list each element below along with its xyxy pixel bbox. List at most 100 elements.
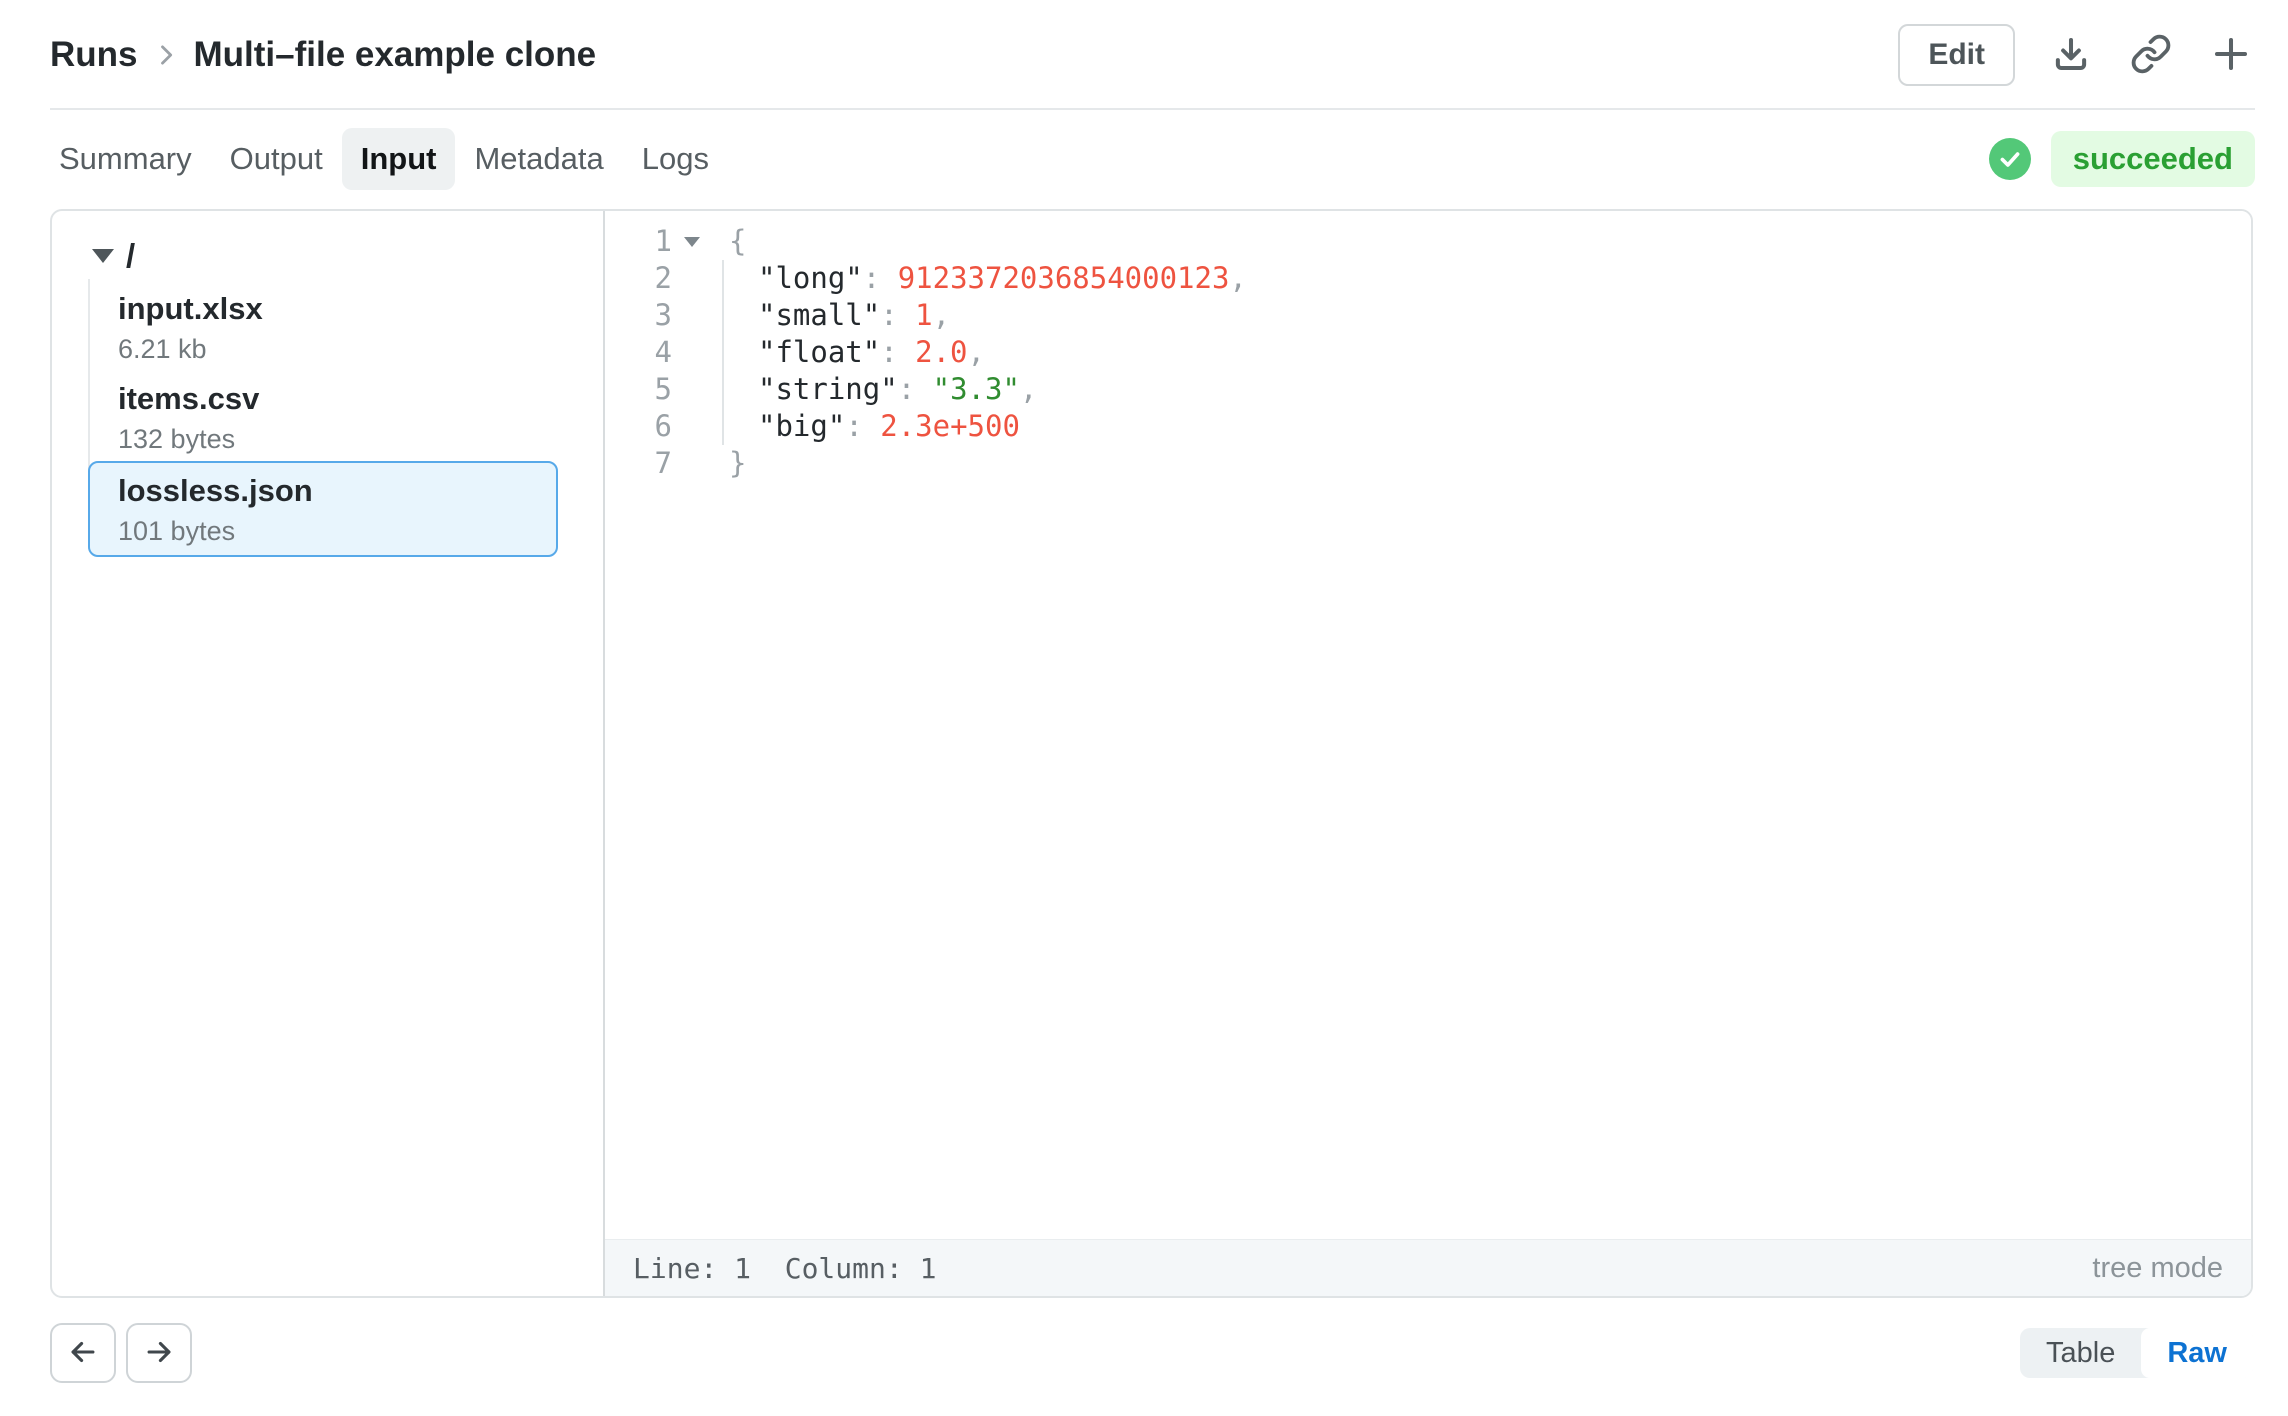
token-number: 1 [915, 298, 933, 332]
header-actions: Edit [1898, 24, 2255, 86]
json-editor[interactable]: 1{2"long": 9123372036854000123,3"small":… [603, 211, 2251, 1296]
code-line: 6 "big": 2.3e+500 [605, 408, 2251, 445]
token-punct: : [862, 261, 898, 295]
file-size: 101 bytes [118, 516, 236, 546]
tab-metadata[interactable]: Metadata [455, 128, 622, 190]
link-icon [2130, 33, 2172, 78]
line-number: 3 [654, 298, 672, 332]
code-line: 1{ [605, 223, 2251, 260]
token-number: 2.0 [915, 335, 968, 369]
tab-summary[interactable]: Summary [40, 128, 211, 190]
add-button[interactable] [2207, 31, 2255, 79]
nav-buttons [50, 1323, 192, 1383]
download-button[interactable] [2047, 31, 2095, 79]
check-circle-icon [1988, 138, 2031, 180]
line-number: 1 [654, 224, 672, 258]
download-icon [2050, 33, 2092, 78]
token-punct: , [932, 298, 951, 332]
token-key: "big" [758, 409, 846, 443]
line-number: 6 [654, 409, 672, 443]
token-punct: , [1229, 261, 1247, 295]
token-key: "string" [758, 372, 898, 406]
edit-button[interactable]: Edit [1898, 24, 2015, 86]
code-line: 7} [605, 445, 2251, 482]
file-item-items.csv[interactable]: items.csv 132 bytes [88, 371, 603, 461]
fold-spacer [672, 371, 712, 408]
token-key: "float" [758, 335, 881, 369]
toggle-table[interactable]: Table [2020, 1328, 2141, 1378]
file-size: 6.21 kb [118, 334, 207, 364]
editor-mode-label: tree mode [2092, 1251, 2223, 1284]
input-files-panel: / input.xlsx 6.21 kb items.csv 132 bytes los… [50, 209, 2253, 1298]
token-string: "3.3" [932, 372, 1020, 406]
file-item-lossless.json[interactable]: lossless.json 101 bytes [88, 461, 558, 557]
token-punct: : [845, 409, 881, 443]
fold-triangle-icon [684, 236, 700, 247]
tab-logs[interactable]: Logs [623, 128, 728, 190]
code-text: "big": 2.3e+500 [729, 408, 1020, 445]
fold-spacer [672, 297, 712, 334]
line-number: 5 [654, 372, 672, 406]
code-text: } [729, 445, 746, 482]
code-text: "string": "3.3", [729, 371, 1037, 408]
cursor-position: Line: 1 Column: 1 [633, 1251, 937, 1285]
file-item-input.xlsx[interactable]: input.xlsx 6.21 kb [88, 281, 603, 371]
token-punct: , [967, 335, 985, 369]
page-title: Multi–file example clone [193, 35, 597, 74]
toggle-raw[interactable]: Raw [2141, 1328, 2253, 1378]
tab-input[interactable]: Input [341, 128, 456, 190]
file-size: 132 bytes [118, 424, 236, 454]
fold-spacer [672, 260, 712, 297]
tree-indent-guide [88, 279, 90, 549]
token-punct: : [880, 335, 916, 369]
editor-statusbar: Line: 1 Column: 1 tree mode [605, 1239, 2251, 1296]
tree-root-row[interactable]: / [92, 237, 603, 275]
run-status: succeeded [1988, 131, 2255, 187]
line-number: 7 [654, 446, 672, 480]
header-divider [50, 108, 2255, 110]
plus-icon [2210, 33, 2252, 78]
code-line: 3 "small": 1, [605, 297, 2251, 334]
code-text: { [729, 223, 746, 260]
file-name: items.csv [118, 381, 260, 416]
header: Runs Multi–file example clone Edit [50, 18, 2255, 92]
tab-output[interactable]: Output [211, 128, 342, 190]
file-list: input.xlsx 6.21 kb items.csv 132 bytes lossl… [88, 279, 603, 557]
token-punct: : [880, 298, 916, 332]
status-badge: succeeded [2050, 131, 2255, 187]
back-button[interactable] [50, 1323, 116, 1383]
chevron-right-icon [152, 41, 180, 69]
code-line: 2 "long": 9123372036854000123, [605, 260, 2251, 297]
breadcrumb: Runs Multi–file example clone [50, 35, 596, 75]
file-tree-pane: / input.xlsx 6.21 kb items.csv 132 bytes los… [52, 211, 603, 1296]
file-name: lossless.json [118, 473, 313, 508]
fold-spacer [672, 408, 712, 445]
arrow-right-icon [142, 1335, 176, 1372]
token-punct: : [897, 372, 933, 406]
tree-root-label: / [126, 237, 136, 274]
token-number: 2.3e+500 [880, 409, 1020, 443]
token-punct: , [1019, 372, 1038, 406]
code-indent-guide [722, 260, 724, 445]
code-line: 4 "float": 2.0, [605, 334, 2251, 371]
breadcrumb-runs-link[interactable]: Runs [50, 35, 138, 74]
forward-button[interactable] [126, 1323, 192, 1383]
file-name: input.xlsx [118, 291, 263, 326]
token-key: "long" [758, 261, 863, 295]
code-area: 1{2"long": 9123372036854000123,3"small":… [605, 211, 2251, 1239]
arrow-left-icon [66, 1335, 100, 1372]
fold-toggle[interactable] [672, 223, 712, 260]
token-punct: } [729, 446, 747, 480]
token-punct: { [729, 224, 747, 258]
line-number: 2 [654, 261, 672, 295]
code-text: "long": 9123372036854000123, [729, 260, 1247, 297]
code-line: 5 "string": "3.3", [605, 371, 2251, 408]
copy-link-button[interactable] [2127, 31, 2175, 79]
code-text: "small": 1, [729, 297, 950, 334]
fold-spacer [672, 334, 712, 371]
line-number: 4 [654, 335, 672, 369]
